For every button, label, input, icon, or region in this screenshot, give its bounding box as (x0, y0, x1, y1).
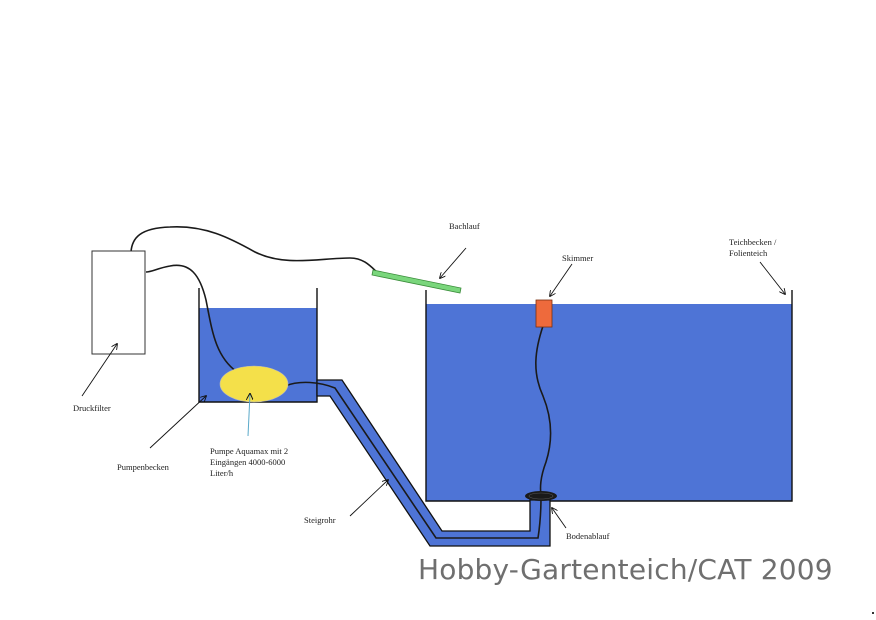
label-teichbecken-2: Folienteich (729, 248, 768, 258)
bodenablauf-arrow (552, 508, 567, 529)
watermark: Hobby-Gartenteich/CAT 2009 (418, 553, 833, 586)
pressure-filter (91, 250, 146, 355)
druckfilter-arrow (81, 344, 117, 397)
label-pumpe-2: Eingängen 4000-6000 (210, 457, 286, 467)
riser-hose (284, 381, 542, 539)
label-pumpe-3: Liter/h (210, 468, 234, 478)
bottom-drain (525, 491, 557, 501)
label-skimmer: Skimmer (562, 253, 594, 263)
stream (371, 269, 462, 294)
label-bodenablauf: Bodenablauf (566, 531, 610, 541)
pump-to-filter-hose (145, 264, 238, 373)
teichbecken-arrow (759, 261, 785, 294)
steigrohr-arrow (349, 480, 388, 517)
skimmer-hose (535, 325, 552, 497)
pump-arrow (248, 394, 250, 437)
pumpenbecken-arrow (149, 396, 206, 449)
label-teichbecken-1: Teichbecken / (729, 237, 777, 247)
pond-walls (425, 290, 793, 502)
skimmer (535, 299, 553, 328)
stray-dot (872, 612, 874, 614)
label-druckfilter: Druckfilter (73, 403, 111, 413)
label-steigrohr: Steigrohr (304, 515, 336, 525)
bottom-drain-grate (528, 492, 554, 500)
label-pumpe-1: Pumpe Aquamax mit 2 (210, 446, 289, 456)
label-bachlauf: Bachlauf (449, 221, 480, 231)
bachlauf-arrow (440, 247, 467, 278)
label-pumpenbecken: Pumpenbecken (117, 462, 169, 472)
pump (219, 365, 289, 403)
filter-to-stream-hose (130, 226, 381, 276)
skimmer-arrow (550, 263, 573, 296)
pond-water (426, 304, 792, 501)
